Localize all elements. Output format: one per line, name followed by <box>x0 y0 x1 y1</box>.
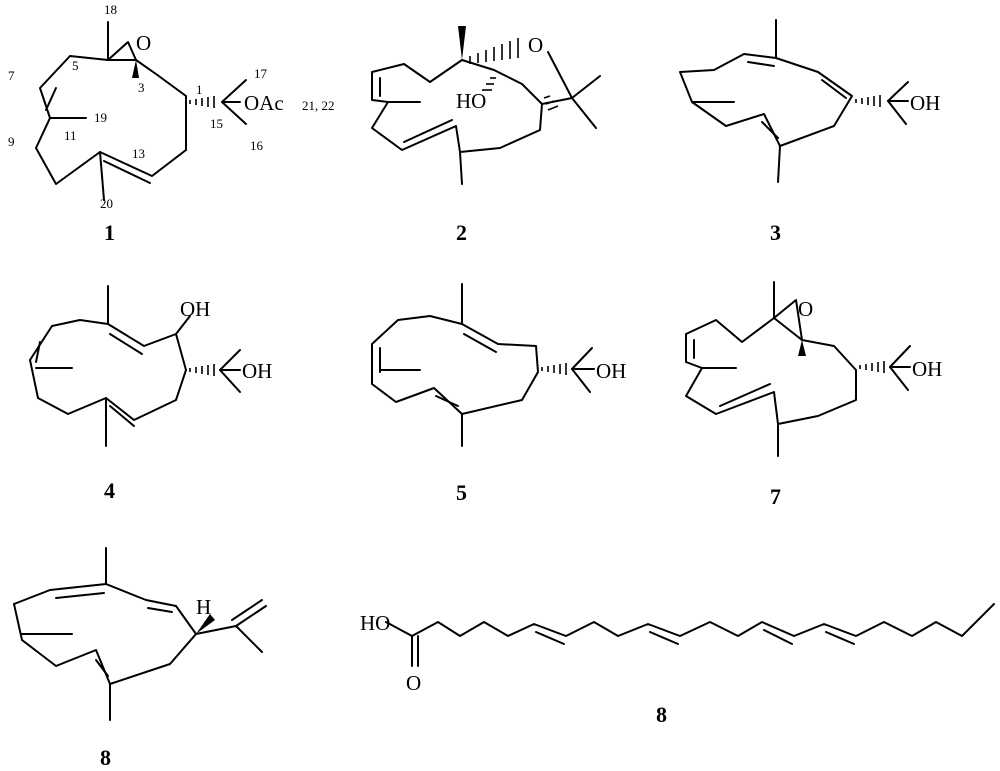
compound-1-epoxide-o: O <box>136 31 151 55</box>
compound-3-label: 3 <box>770 220 781 245</box>
compound-2-ether-o: O <box>528 33 543 57</box>
locant-9: 9 <box>8 134 15 149</box>
locant-15: 15 <box>210 116 223 131</box>
locant-19: 19 <box>94 110 107 125</box>
compound-8-structure <box>385 603 995 667</box>
compound-3-structure <box>679 19 909 183</box>
compound-5-hydroxyl: OH <box>596 359 626 383</box>
locant-20: 20 <box>100 196 113 211</box>
compound-7-label: 8 <box>100 745 111 770</box>
compound-4-hydroxyl-top: OH <box>180 297 210 321</box>
compound-4-hydroxyl-side: OH <box>242 359 272 383</box>
compound-6-epoxide-o: O <box>798 297 813 321</box>
compound-1-oac: OAc <box>244 91 284 115</box>
compound-1-structure <box>35 21 247 201</box>
locant-21-22: 21, 22 <box>302 98 335 113</box>
locant-16: 16 <box>250 138 264 153</box>
locant-5: 5 <box>72 58 79 73</box>
compound-6-label: 7 <box>770 484 781 509</box>
compound-4-label: 4 <box>104 478 115 503</box>
locant-1: 1 <box>196 82 203 97</box>
compound-8-carboxyl-ho: HO <box>360 611 390 635</box>
compound-8-carbonyl-o: O <box>406 671 421 695</box>
compound-7-hydrogen: H <box>196 595 211 619</box>
compound-5-label: 5 <box>456 480 467 505</box>
compound-3-hydroxyl: OH <box>910 91 940 115</box>
locant-13: 13 <box>132 146 145 161</box>
compound-8-label: 8 <box>656 702 667 727</box>
compound-5-structure <box>371 283 595 447</box>
locant-3: 3 <box>138 80 145 95</box>
compound-6-hydroxyl: OH <box>912 357 942 381</box>
locant-7: 7 <box>8 68 15 83</box>
compound-2-label: 2 <box>456 220 467 245</box>
compound-2-structure <box>371 26 601 185</box>
compound-1-label: 1 <box>104 220 115 245</box>
locant-18: 18 <box>104 2 117 17</box>
locant-17: 17 <box>254 66 268 81</box>
locant-11: 11 <box>64 128 77 143</box>
compound-6-structure <box>685 281 911 457</box>
compound-2-hydroxyl: HO <box>456 89 486 113</box>
compound-4-structure <box>29 285 241 447</box>
compound-7-structure <box>13 547 267 721</box>
